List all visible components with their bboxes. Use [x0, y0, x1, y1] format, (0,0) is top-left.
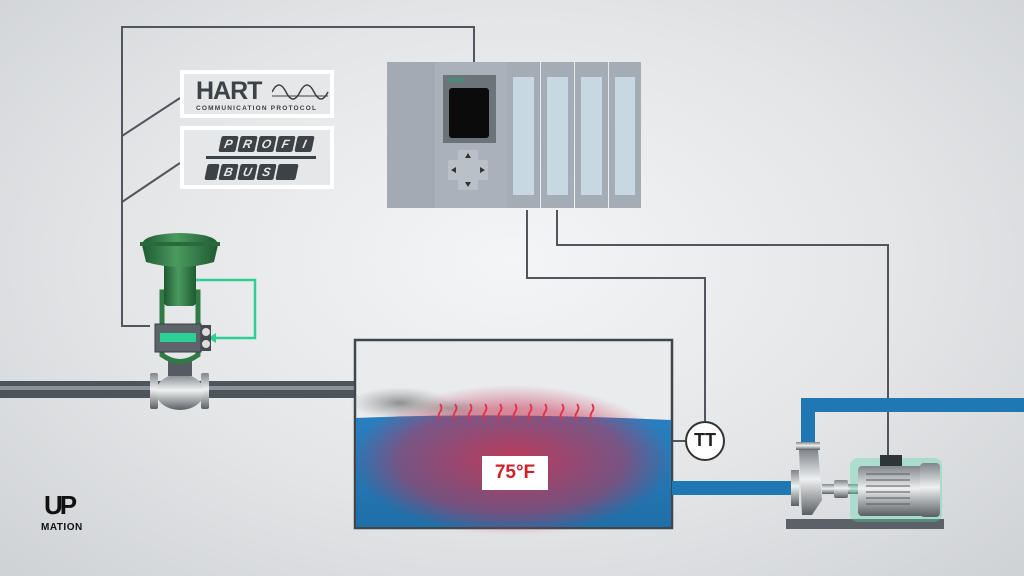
profibus-letter: U: [237, 164, 258, 180]
tank: [350, 338, 674, 535]
profibus-letter: P: [218, 136, 239, 152]
pump-motor: [786, 442, 944, 529]
outlet-pipes: [672, 398, 1024, 495]
hart-logo: HART COMMUNICATION PROTOCOL: [180, 70, 334, 118]
plc-rack: [387, 62, 641, 208]
profibus-letter: O: [256, 136, 277, 152]
profibus-letter: B: [218, 164, 239, 180]
temperature-transmitter: TT: [685, 421, 725, 461]
control-valve: [140, 233, 257, 410]
heat-waves: [437, 403, 595, 421]
temperature-label: 75°F: [482, 456, 548, 490]
profibus-letter: R: [237, 136, 258, 152]
profibus-letter: S: [256, 164, 277, 180]
upmation-logo: UP MATION: [41, 490, 83, 533]
signal-wires: [121, 26, 889, 455]
profibus-letter: I: [294, 136, 315, 152]
sine-wave-icon: [272, 84, 329, 100]
profibus-letter: F: [275, 136, 296, 152]
